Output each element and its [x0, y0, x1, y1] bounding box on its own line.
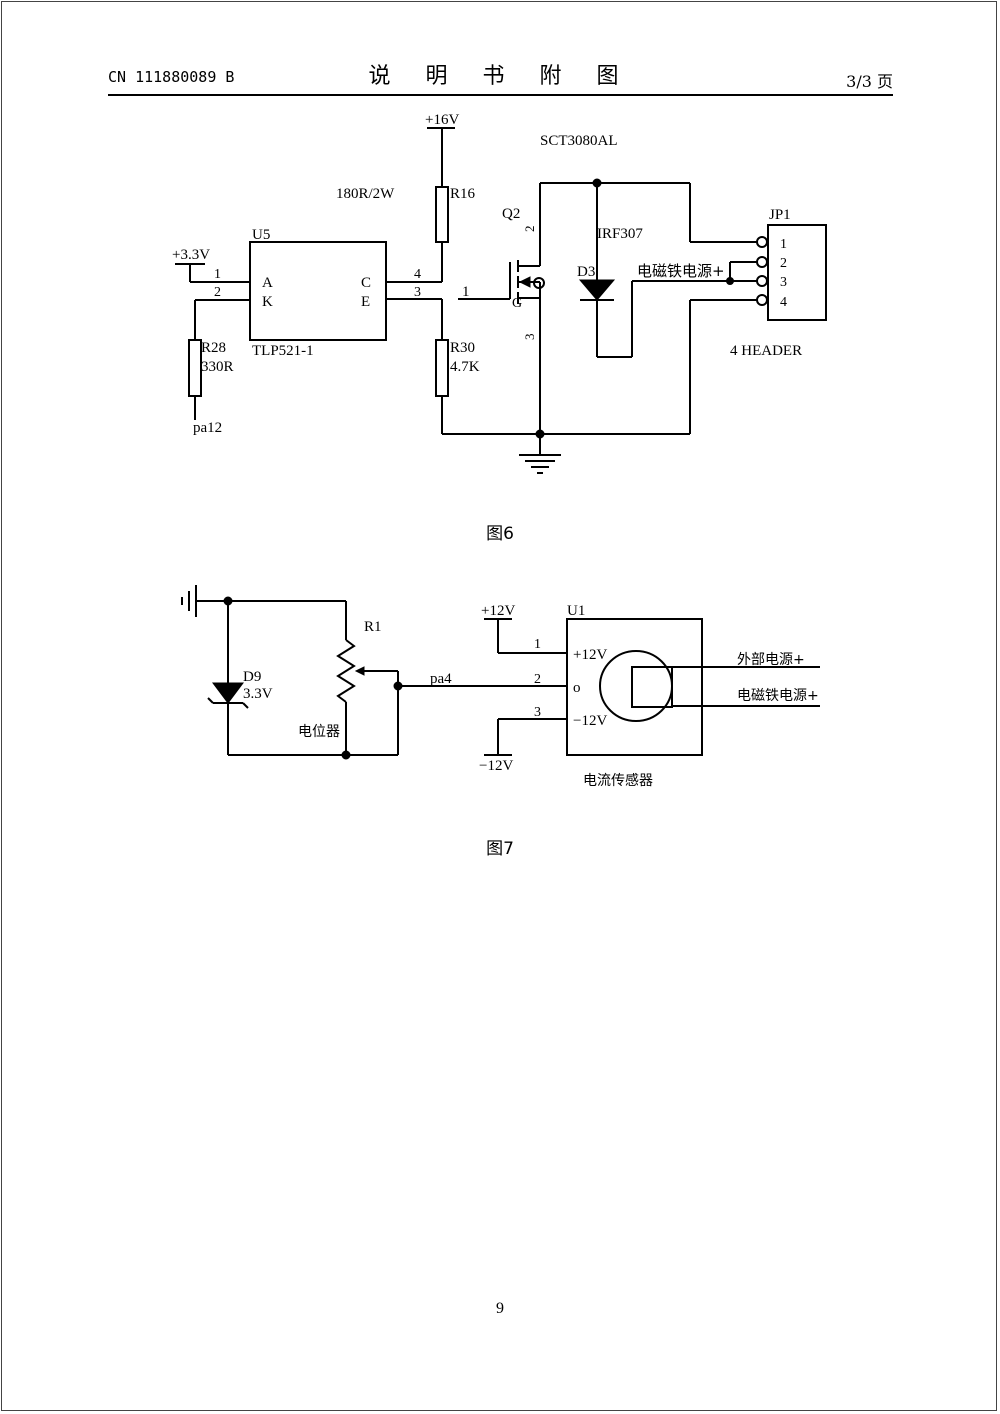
label-irf307: IRF307 — [597, 226, 643, 242]
label-u1-out-o: o — [573, 680, 581, 696]
label-jp1-pin3: 3 — [780, 275, 787, 290]
figure7-caption: 图7 — [486, 839, 514, 859]
label-pin-e: E — [361, 294, 370, 310]
label-potentiometer: 电位器 — [298, 724, 340, 740]
label-u1-pin2: 2 — [534, 672, 541, 687]
label-current-sensor: 电流传感器 — [583, 772, 653, 789]
label-pin-k: K — [262, 294, 273, 310]
label-sct3080al: SCT3080AL — [540, 133, 618, 149]
page-indicator: 3/3 页 — [846, 72, 893, 91]
label-jp1-pin2: 2 — [780, 256, 787, 271]
label-u1-in-plus12: +12V — [573, 647, 607, 663]
resistor-r30 — [435, 339, 449, 397]
connector-jp1 — [767, 224, 827, 321]
label-q2: Q2 — [502, 206, 520, 222]
label-r28-value: 330R — [201, 359, 234, 375]
current-sensor-u1 — [566, 618, 703, 756]
label-u1-in-minus12: −12V — [573, 713, 607, 729]
resistor-r16 — [435, 186, 449, 243]
label-gate-pin: 1 — [462, 284, 470, 300]
label-q2-pin2: 2 — [522, 226, 537, 233]
page-header: CN 111880089 B 说 明 书 附 图 3/3 页 — [108, 58, 893, 96]
label-pa4: pa4 — [430, 671, 452, 687]
label-d9: D9 — [243, 669, 261, 685]
label-external-supply: 外部电源+ — [737, 652, 805, 668]
label-q2-pin3: 3 — [522, 334, 537, 341]
label-r30: R30 — [450, 340, 475, 356]
label-r16-value: 180R/2W — [336, 186, 395, 202]
sensor-core — [599, 650, 673, 722]
label-u5-pin4: 4 — [414, 267, 421, 282]
label-4-header: 4 HEADER — [730, 343, 802, 359]
page-number: 9 — [496, 1300, 504, 1317]
ground-symbol-fig7 — [181, 585, 197, 617]
resistor-r28 — [188, 339, 202, 397]
label-r28: R28 — [201, 340, 226, 356]
label-16v: +16V — [425, 112, 459, 128]
figure6-caption: 图6 — [486, 524, 514, 544]
ground-symbol — [519, 454, 561, 474]
label-u1: U1 — [567, 603, 585, 619]
optocoupler-u5 — [249, 241, 387, 341]
label-u5-pin1: 1 — [214, 267, 221, 282]
label-pin-a: A — [262, 275, 273, 291]
mosfet-q2 — [509, 183, 541, 434]
label-magnet-supply-fig6: 电磁铁电源+ — [637, 262, 725, 280]
label-gate-g: G — [512, 296, 522, 311]
label-magnet-supply-fig7: 电磁铁电源+ — [737, 688, 819, 704]
label-jp1-pin1: 1 — [780, 237, 787, 252]
label-r1: R1 — [364, 619, 382, 635]
label-u5-pin2: 2 — [214, 285, 221, 300]
label-pa12: pa12 — [193, 420, 222, 436]
label-u5: U5 — [252, 227, 270, 243]
label-12v-plus: +12V — [481, 603, 515, 619]
label-d9-value: 3.3V — [243, 686, 273, 702]
label-3v3: +3.3V — [172, 247, 210, 263]
page-title: 说 明 书 附 图 — [368, 64, 633, 89]
patent-number: CN 111880089 B — [108, 68, 235, 86]
label-12v-minus: −12V — [479, 758, 513, 774]
potentiometer-r1 — [336, 639, 356, 703]
label-r16: R16 — [450, 186, 476, 202]
label-d3: D3 — [577, 264, 595, 280]
label-jp1: JP1 — [769, 207, 791, 223]
label-u1-pin1: 1 — [534, 637, 541, 652]
label-u1-pin3: 3 — [534, 705, 541, 720]
label-r30-value: 4.7K — [450, 359, 480, 375]
label-u5-pin3: 3 — [414, 285, 421, 300]
label-tlp521: TLP521-1 — [252, 343, 314, 359]
label-pin-c: C — [361, 275, 371, 291]
label-jp1-pin4: 4 — [780, 295, 787, 310]
